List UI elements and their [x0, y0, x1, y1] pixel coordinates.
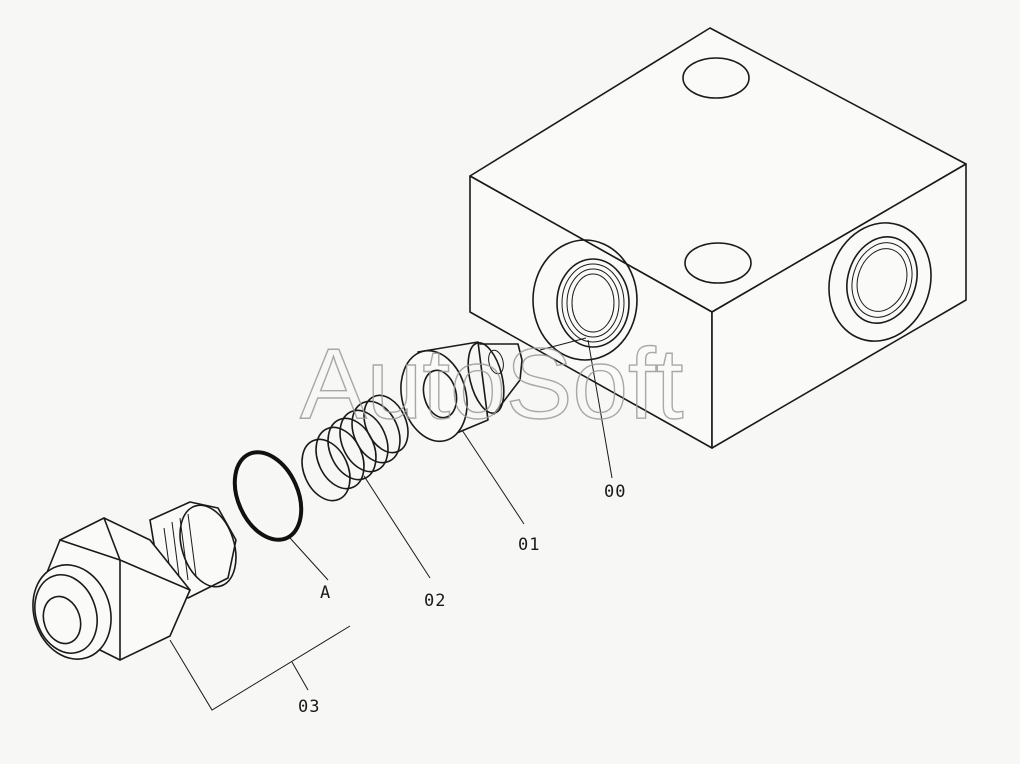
top-bolt-hole: [682, 57, 750, 99]
callout-a: A: [320, 583, 331, 603]
top-bolt-hole: [684, 242, 752, 284]
poppet-valve: [400, 341, 523, 443]
watermark-logo: AutoSoft: [300, 328, 684, 440]
callout-03: 03: [298, 697, 320, 717]
hex-plug-fitting: [32, 501, 237, 661]
side-threaded-port: [828, 222, 932, 342]
front-threaded-port: [532, 239, 638, 361]
valve-body-block: [469, 27, 967, 449]
leader-lines: [169, 337, 613, 711]
o-ring: [232, 450, 304, 542]
callout-01: 01: [518, 535, 540, 555]
callout-02: 02: [424, 591, 446, 611]
callout-00: 00: [604, 482, 626, 502]
